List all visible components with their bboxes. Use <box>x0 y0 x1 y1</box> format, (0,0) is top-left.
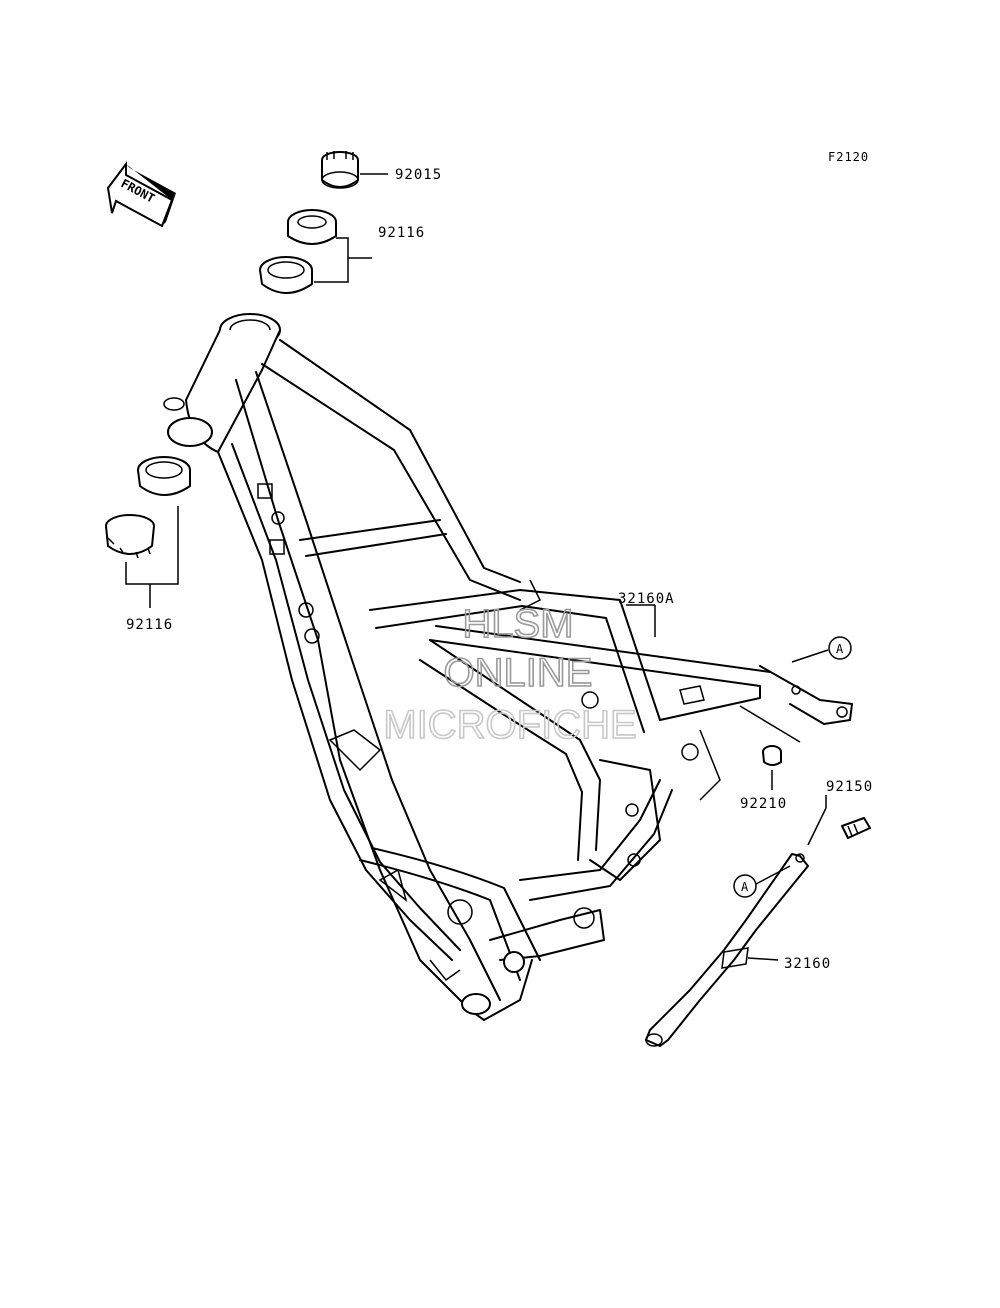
lower-bearing-92116 <box>105 456 191 608</box>
diagram-code: F2120 <box>828 150 869 164</box>
part-number-92150: 92150 <box>826 779 873 795</box>
part-number-92116-upper: 92116 <box>378 225 425 241</box>
front-direction-arrow-icon: FRONT <box>106 161 176 228</box>
reference-mark-a-lower: A <box>733 865 791 898</box>
part-number-92116-lower: 92116 <box>126 617 173 633</box>
svg-text:HLSM: HLSM <box>462 602 573 646</box>
part-number-92015: 92015 <box>395 167 442 183</box>
upper-bearing-92116 <box>259 209 372 294</box>
reference-mark-a-upper: A <box>791 636 852 663</box>
part-number-32160A: 32160A <box>618 591 675 607</box>
watermark: HLSM ONLINE MICROFICHE <box>383 601 638 748</box>
svg-text:A: A <box>836 642 844 656</box>
steering-stem-nut-92015 <box>321 151 388 189</box>
main-frame <box>163 313 699 1021</box>
part-number-32160: 32160 <box>784 956 831 972</box>
svg-text:A: A <box>741 880 749 894</box>
collar-92210 <box>762 745 782 790</box>
brace-32160 <box>645 853 809 1047</box>
svg-text:ONLINE: ONLINE <box>444 651 593 695</box>
rear-frame-32160A <box>429 604 853 801</box>
svg-text:MICROFICHE: MICROFICHE <box>383 703 636 747</box>
bolt-92150 <box>807 795 871 846</box>
part-number-92210: 92210 <box>740 796 787 812</box>
